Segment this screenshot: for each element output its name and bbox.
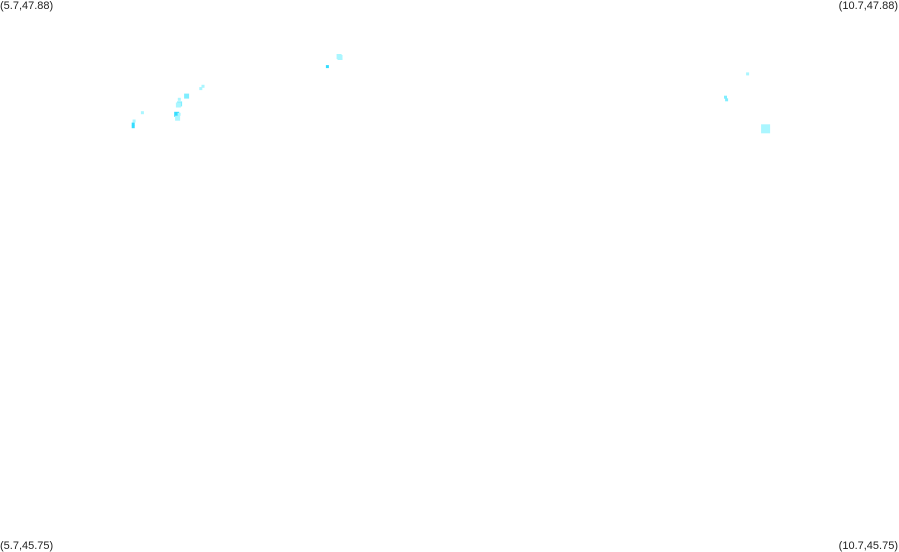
corner-label-bottom-right: (10.7,45.75) xyxy=(838,540,898,552)
map-feature xyxy=(131,122,135,126)
map-feature xyxy=(175,115,181,121)
map-feature xyxy=(174,111,180,117)
corner-label-bottom-left: (5.7,45.75) xyxy=(0,540,54,552)
map-feature xyxy=(325,65,329,69)
map-feature xyxy=(201,84,205,88)
feature-layer xyxy=(131,54,771,134)
map-feature xyxy=(184,93,190,99)
map-feature xyxy=(336,54,342,59)
map-feature xyxy=(725,98,729,102)
map-feature xyxy=(746,72,750,76)
map-feature xyxy=(140,111,144,115)
map-feature xyxy=(175,102,181,108)
map-feature xyxy=(131,125,135,129)
corner-label-top-left: (5.7,47.88) xyxy=(0,0,54,12)
map-feature xyxy=(199,87,203,91)
corner-label-top-right: (10.7,47.88) xyxy=(838,0,898,12)
map-feature xyxy=(132,119,136,123)
map-feature xyxy=(761,124,771,134)
map-feature xyxy=(177,112,181,116)
map-feature xyxy=(177,97,181,101)
map-feature xyxy=(724,95,727,99)
